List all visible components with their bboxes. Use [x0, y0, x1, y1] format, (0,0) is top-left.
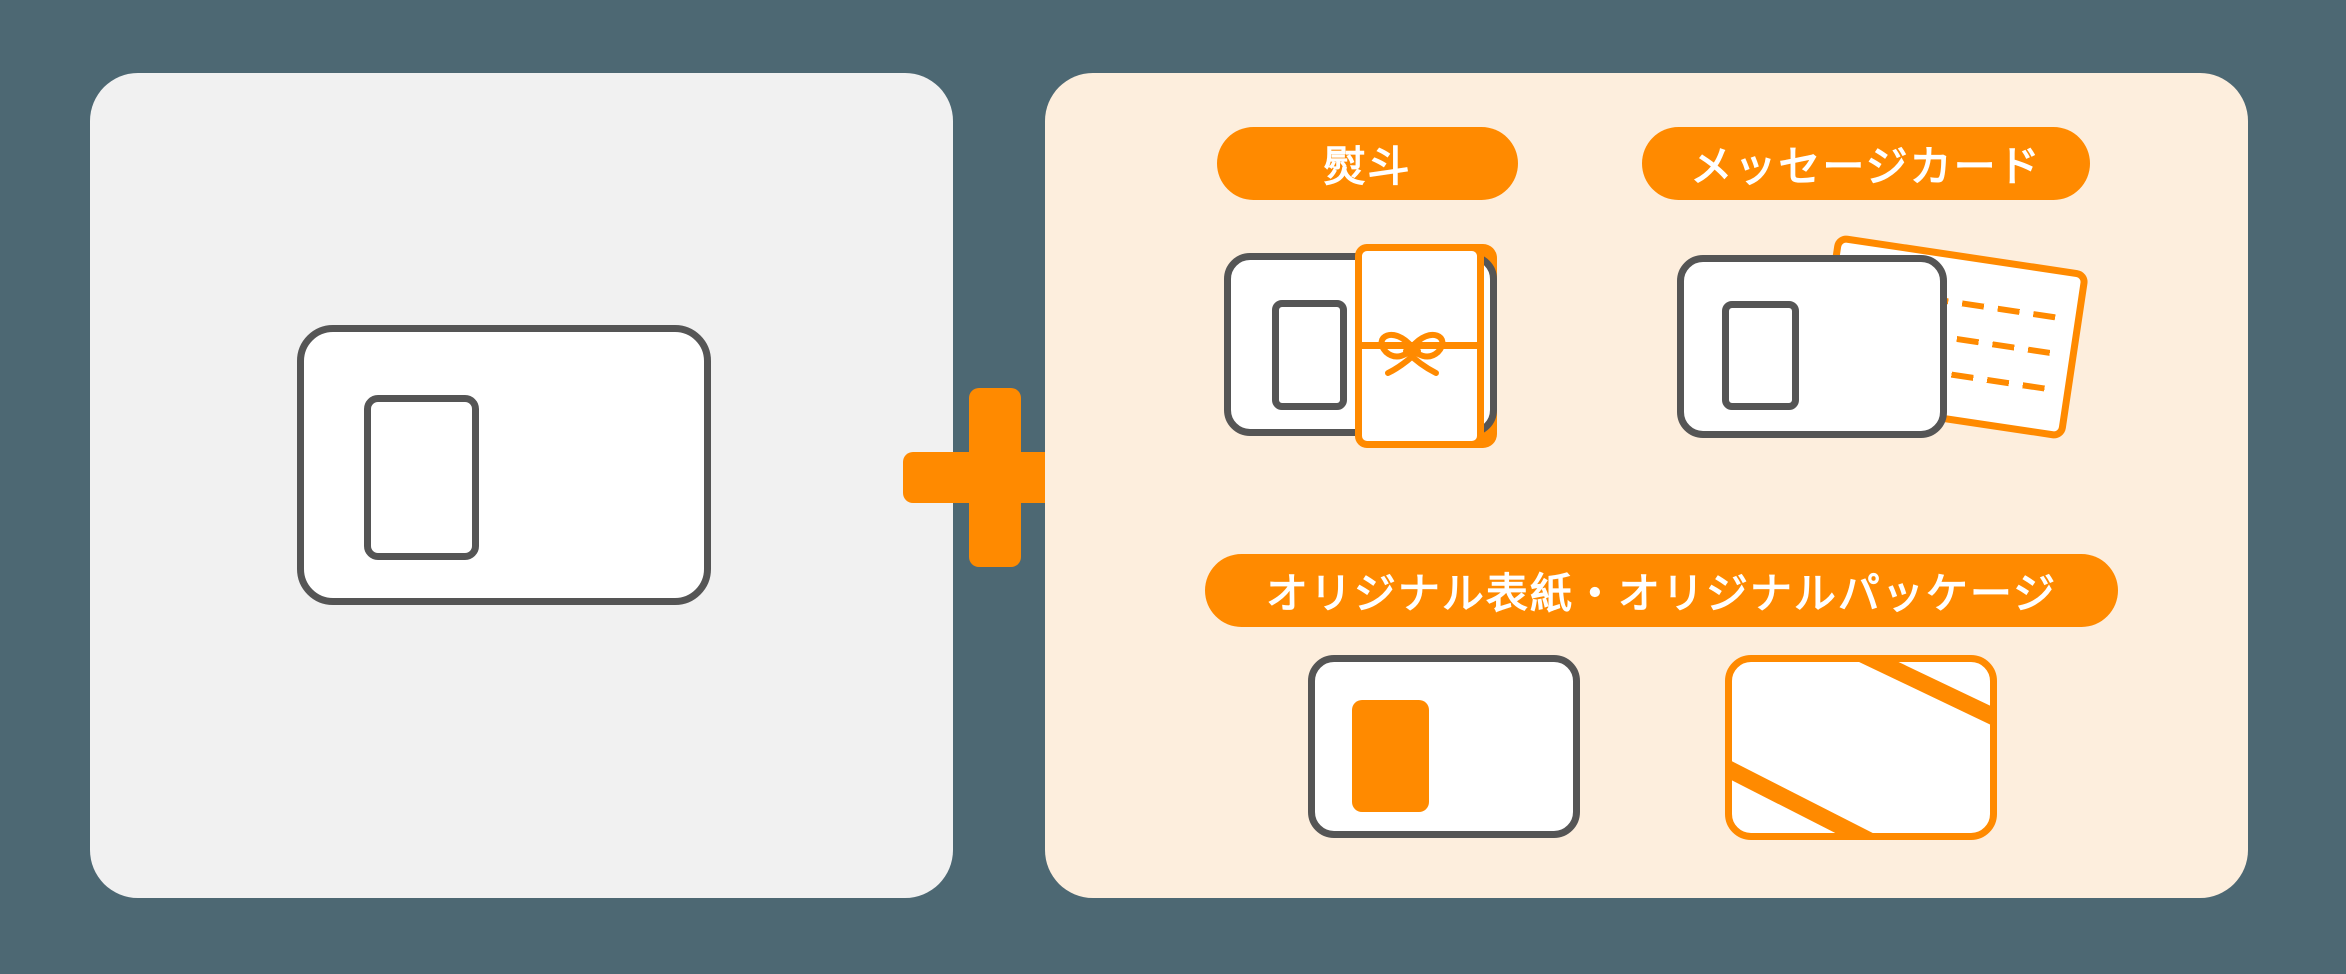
badge-noshi: 熨斗	[1217, 127, 1518, 200]
plus-icon-vertical-bar	[969, 388, 1021, 567]
original-cover-illustration	[1308, 655, 1580, 838]
package-stripe	[1857, 662, 1990, 800]
gift-card-illustration	[297, 325, 711, 605]
noshi-ribbon-line	[1362, 342, 1477, 349]
right-panel: 熨斗 メッセージカード	[1045, 73, 2248, 898]
left-panel	[90, 73, 953, 898]
noshi-paper	[1355, 244, 1484, 448]
ribbon-bow-icon	[1378, 332, 1446, 376]
noshi-gift-card-window	[1272, 300, 1347, 410]
message-gift-card-window	[1722, 301, 1799, 410]
badge-original-cover-package: オリジナル表紙・オリジナルパッケージ	[1205, 554, 2118, 627]
message-gift-card	[1677, 255, 1947, 438]
package-stripe	[1732, 746, 1988, 833]
original-package-illustration	[1725, 655, 1997, 840]
badge-message-card: メッセージカード	[1642, 127, 2090, 200]
gift-card-window	[364, 395, 479, 560]
original-cover-colored-window	[1352, 700, 1429, 812]
